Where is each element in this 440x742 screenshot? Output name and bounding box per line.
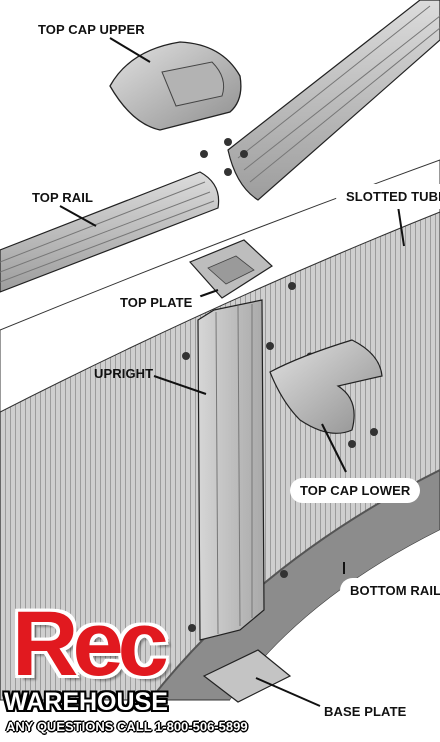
base-plate	[202, 649, 292, 703]
screw-group-top	[182, 138, 378, 632]
label-top-cap-upper: TOP CAP UPPER	[38, 22, 145, 37]
top-rail-right	[227, 0, 440, 201]
logo-phone-line: ANY QUESTIONS CALL 1-800-506-5899	[6, 719, 248, 734]
label-upright: UPRIGHT	[94, 366, 154, 381]
label-top-cap-lower: TOP CAP LOWER	[290, 478, 421, 503]
logo-warehouse: WAREHOUSE	[4, 688, 168, 716]
top-cap-lower	[269, 339, 383, 434]
logo-brand: Rec	[12, 593, 169, 695]
label-bottom-rail: BOTTOM RAIL	[340, 578, 440, 603]
leader-lines	[59, 37, 405, 707]
label-slotted-tube: SLOTTED TUBE	[336, 184, 440, 209]
rec-warehouse-logo: Rec WAREHOUSE ANY QUESTIONS CALL 1-800-5…	[4, 598, 254, 742]
label-top-plate: TOP PLATE	[110, 290, 203, 315]
upright	[197, 299, 265, 641]
label-base-plate: BASE PLATE	[324, 704, 407, 719]
top-rail	[0, 171, 220, 293]
label-top-rail: TOP RAIL	[32, 190, 93, 205]
